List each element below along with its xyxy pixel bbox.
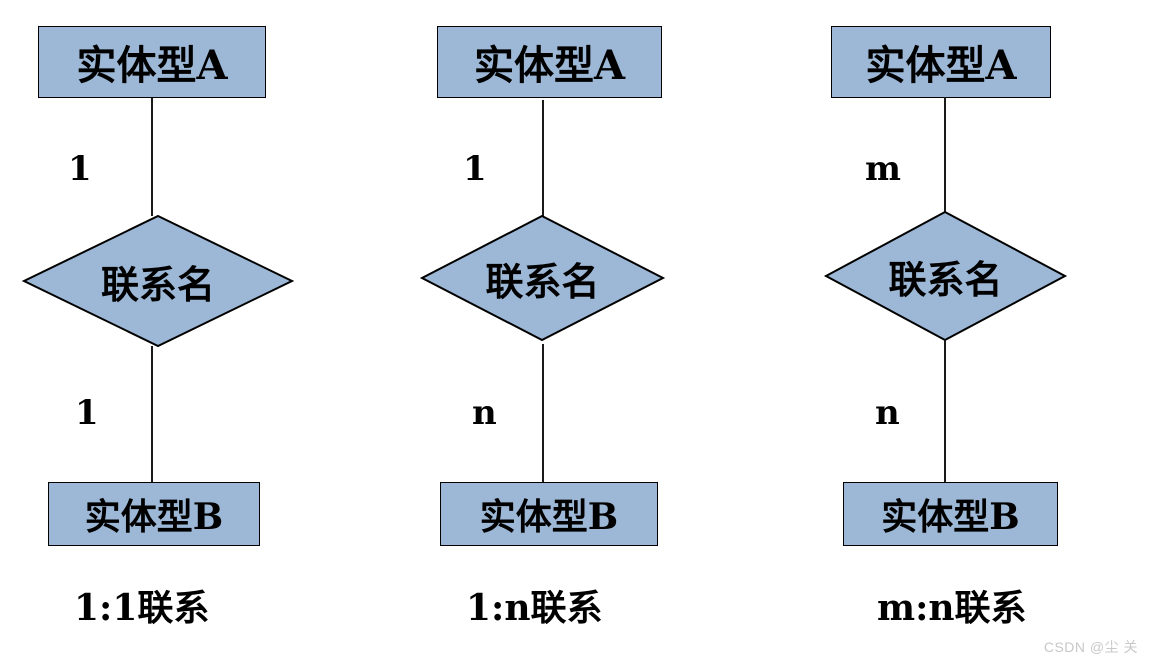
- entity-box-b[interactable]: 实体型B: [440, 482, 658, 546]
- relationship-diamond[interactable]: 联系名: [823, 210, 1068, 342]
- cardinality-label-top: m: [865, 149, 901, 189]
- entity-box-b[interactable]: 实体型B: [48, 482, 260, 546]
- er-group-one-to-one: 实体型A 1 联系名 1 实体型B 1:1联系: [0, 0, 390, 665]
- column-caption: 1:1联系: [74, 587, 210, 629]
- entity-box-a[interactable]: 实体型A: [437, 26, 662, 98]
- connector-line-bottom: [151, 346, 153, 484]
- relationship-diamond[interactable]: 联系名: [21, 214, 295, 348]
- column-caption: m:n联系: [877, 587, 1027, 629]
- entity-box-a[interactable]: 实体型A: [38, 26, 266, 98]
- cardinality-label-bottom: n: [875, 393, 900, 433]
- connector-line-top: [944, 97, 946, 212]
- column-caption: 1:n联系: [466, 587, 603, 629]
- relationship-diamond[interactable]: 联系名: [419, 214, 666, 342]
- entity-box-b[interactable]: 实体型B: [843, 482, 1058, 546]
- cardinality-label-bottom: n: [472, 393, 497, 433]
- watermark-text: CSDN @尘 关: [1043, 639, 1138, 655]
- diamond-shape-icon: [419, 214, 666, 342]
- entity-box-a[interactable]: 实体型A: [831, 26, 1051, 98]
- connector-line-bottom: [542, 344, 544, 484]
- connector-line-top: [151, 98, 153, 216]
- cardinality-label-top: 1: [68, 149, 92, 189]
- diamond-shape-icon: [21, 214, 295, 348]
- er-group-one-to-many: 实体型A 1 联系名 n 实体型B 1:n联系: [390, 0, 780, 665]
- connector-line-bottom: [944, 340, 946, 482]
- er-group-many-to-many: 实体型A m 联系名 n 实体型B m:n联系: [780, 0, 1150, 665]
- cardinality-label-top: 1: [463, 149, 487, 189]
- connector-line-top: [542, 100, 544, 216]
- cardinality-label-bottom: 1: [75, 393, 99, 433]
- diamond-shape-icon: [823, 210, 1068, 342]
